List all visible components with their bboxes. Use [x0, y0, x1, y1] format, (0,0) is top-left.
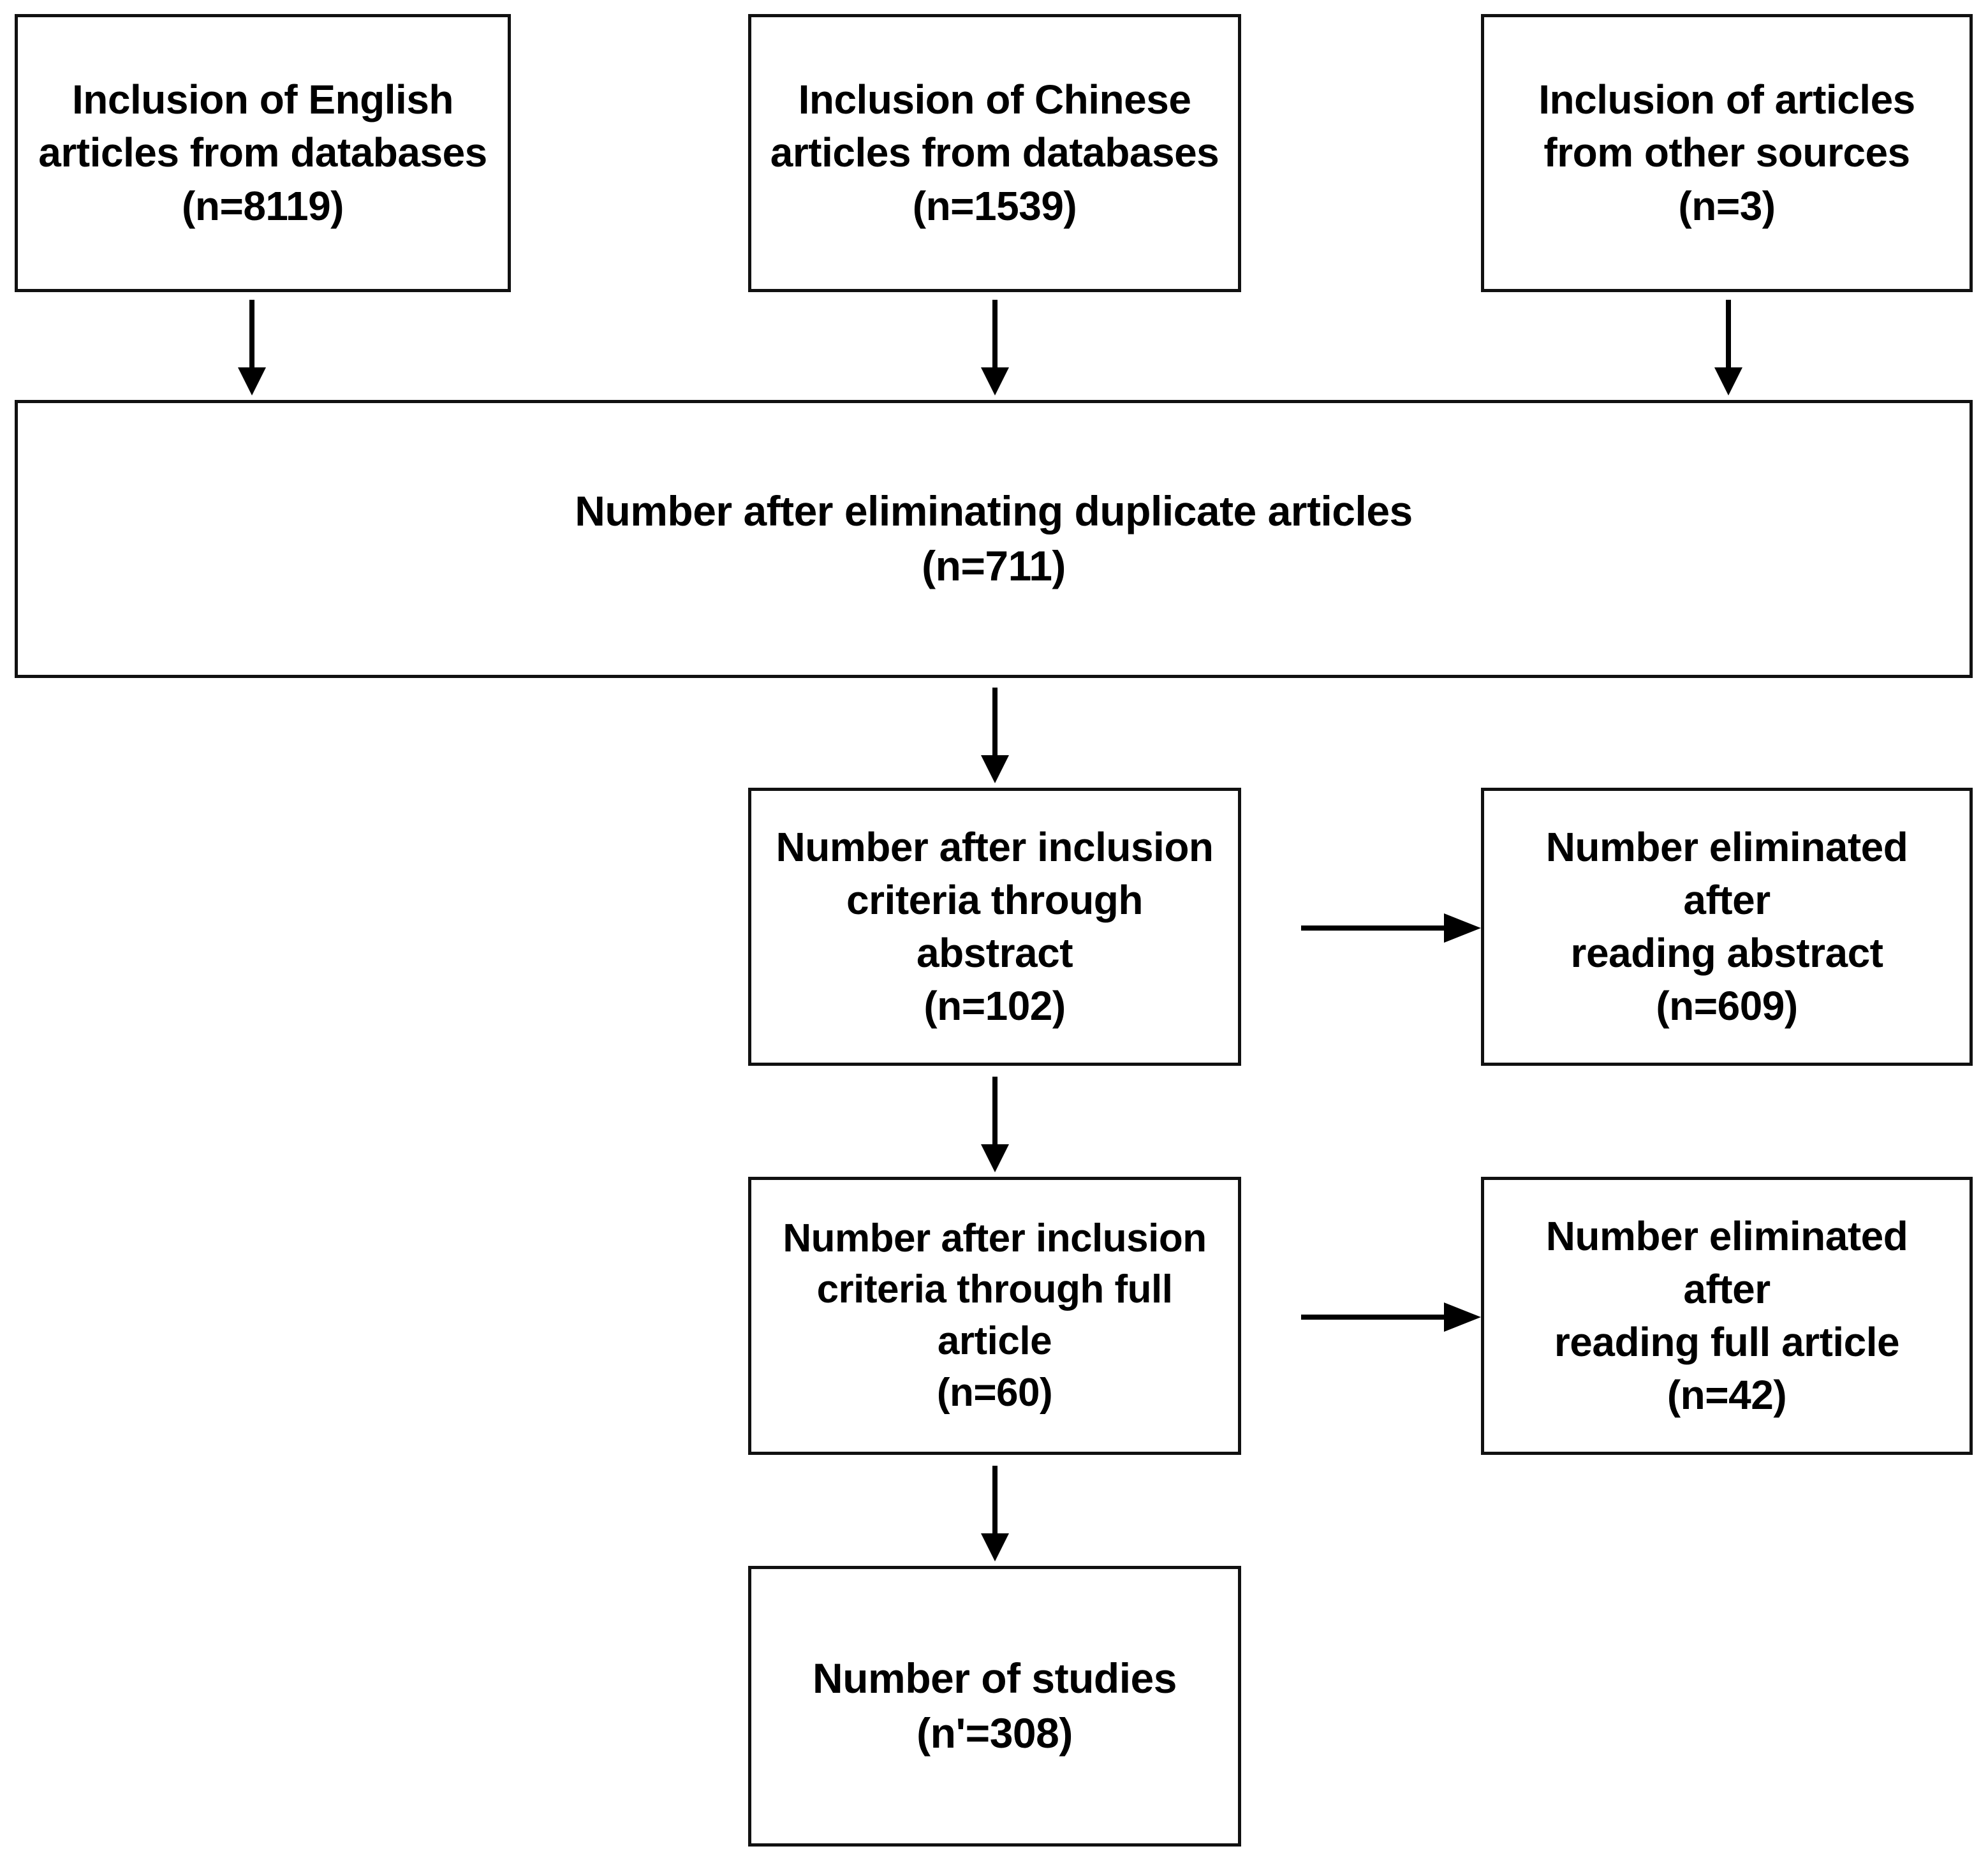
box-inclusion-criteria-full-article-text: Number after inclusion criteria through …	[783, 1216, 1207, 1415]
arrow-abstract-to-abstract-excluded	[1301, 903, 1486, 954]
box-inclusion-criteria-full-article: Number after inclusion criteria through …	[748, 1177, 1241, 1455]
arrow-english-to-duplicates	[226, 300, 277, 395]
box-eliminated-after-reading-full-article-text: Number eliminated after reading full art…	[1545, 1213, 1908, 1419]
arrow-full-to-studies	[969, 1466, 1020, 1561]
arrow-chinese-to-duplicates	[969, 300, 1020, 395]
arrow-abstract-to-full	[969, 1077, 1020, 1172]
box-inclusion-criteria-abstract: Number after inclusion criteria through …	[748, 788, 1241, 1066]
box-after-eliminating-duplicates-text: Number after eliminating duplicate artic…	[575, 487, 1413, 589]
arrow-other-to-duplicates	[1703, 300, 1754, 395]
box-number-of-studies: Number of studies (n'=308)	[748, 1566, 1241, 1847]
box-inclusion-other-sources: Inclusion of articles from other sources…	[1481, 14, 1973, 292]
box-inclusion-criteria-abstract-text: Number after inclusion criteria through …	[776, 823, 1214, 1029]
box-eliminated-after-reading-abstract: Number eliminated after reading abstract…	[1481, 788, 1973, 1066]
box-eliminated-after-reading-full-article: Number eliminated after reading full art…	[1481, 1177, 1973, 1455]
box-inclusion-chinese-articles-text: Inclusion of Chinese articles from datab…	[770, 77, 1219, 229]
box-after-eliminating-duplicates: Number after eliminating duplicate artic…	[15, 400, 1973, 678]
box-inclusion-english-articles: Inclusion of English articles from datab…	[15, 14, 511, 292]
box-inclusion-chinese-articles: Inclusion of Chinese articles from datab…	[748, 14, 1241, 292]
arrow-full-to-full-excluded	[1301, 1292, 1486, 1343]
box-eliminated-after-reading-abstract-text: Number eliminated after reading abstract…	[1545, 823, 1908, 1029]
box-inclusion-english-articles-text: Inclusion of English articles from datab…	[38, 77, 487, 229]
box-number-of-studies-text: Number of studies (n'=308)	[813, 1655, 1177, 1757]
arrow-duplicates-to-abstract	[969, 688, 1020, 783]
box-inclusion-other-sources-text: Inclusion of articles from other sources…	[1538, 77, 1915, 229]
